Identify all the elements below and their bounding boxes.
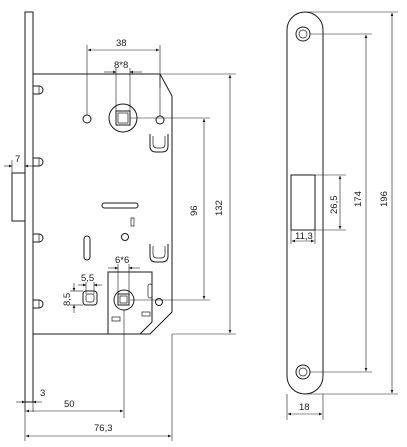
dim-26-5-label: 26,5 [329, 196, 340, 215]
dim-196-label: 196 [379, 191, 390, 207]
strike-plate [286, 11, 324, 395]
dim-7-label: 7 [15, 154, 20, 165]
dim-8-5-label: 8,5 [62, 293, 73, 306]
dim-8x8-label: 8*8 [114, 60, 128, 71]
dim-50-label: 50 [64, 399, 75, 410]
vertical-slot [83, 235, 91, 261]
middle-slot [101, 202, 139, 209]
dim-76-3-label: 76,3 [94, 423, 113, 434]
faceplate [24, 11, 34, 403]
faceplate-pins [32, 85, 44, 309]
dim-38-label: 38 [116, 38, 127, 49]
strike-plate-view: 26,5 11,3 174 196 18 [286, 11, 398, 420]
dim-5-5-label: 5,5 [81, 273, 94, 284]
cam-slot-top [149, 134, 169, 153]
latch-bolt [11, 172, 26, 222]
dim-18-label: 18 [299, 402, 310, 413]
strike-bolt-opening [290, 174, 316, 231]
lock-body-view: 38 8*8 132 96 7 6*6 5,5 [4, 11, 236, 441]
dim-6x6-label: 6*6 [115, 255, 129, 266]
top-follower [82, 81, 165, 133]
dim-132-label: 132 [214, 200, 225, 216]
dim-3-label: 3 [40, 388, 45, 399]
dim-96-label: 96 [189, 205, 200, 216]
cam-slot-bottom [149, 244, 169, 263]
dim-11-3-label: 11,3 [295, 231, 313, 242]
dim-174-label: 174 [353, 191, 364, 207]
bottom-follower [82, 271, 163, 335]
